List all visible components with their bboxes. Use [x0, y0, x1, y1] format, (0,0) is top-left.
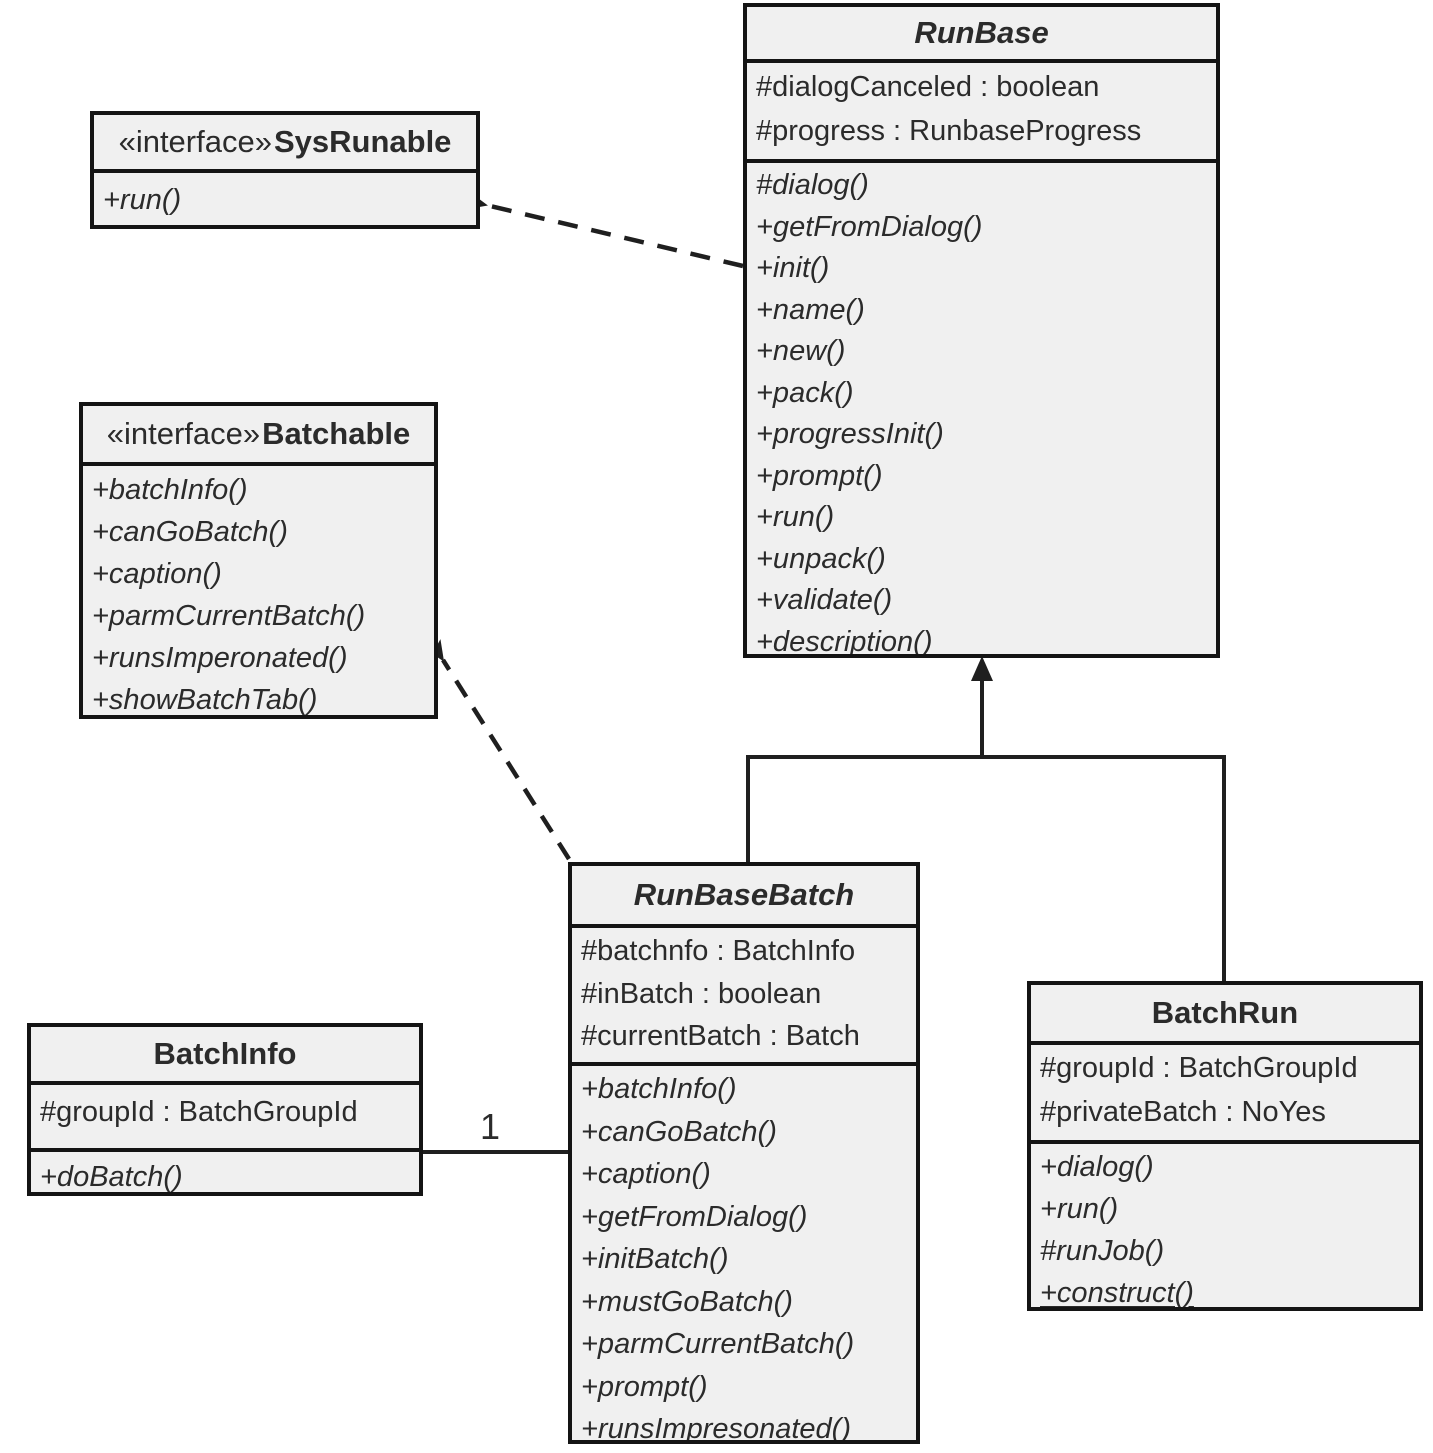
member-row: +prompt() [756, 459, 883, 492]
interface-batchable-methods: +batchInfo() +canGoBatch() +caption() +parm… [83, 462, 434, 715]
class-batchrun-methods: +dialog() +run() #runJob() +construct() [1031, 1140, 1419, 1307]
member-row: #inBatch : boolean [581, 977, 822, 1010]
class-runbase: RunBase #dialogCanceled : boolean #progre… [743, 3, 1220, 658]
member-row: +canGoBatch() [581, 1115, 777, 1148]
class-name: SysRunable [273, 124, 452, 159]
class-batchrun-attributes: #groupId : BatchGroupId #privateBatch : N… [1031, 1041, 1419, 1140]
member-row: +runsImperonated() [92, 642, 348, 674]
stereotype-label: «interface» [118, 124, 272, 159]
member-row: +caption() [581, 1158, 711, 1190]
multiplicity-label: 1 [479, 1106, 501, 1147]
member-row: +parmCurrentBatch() [92, 600, 366, 632]
member-row: +unpack() [756, 542, 886, 575]
class-name: Batchable [262, 416, 411, 451]
member-row: #groupId : BatchGroupId [40, 1096, 358, 1128]
class-batchrun-title: BatchRun [1031, 985, 1419, 1041]
member-row: #dialogCanceled : boolean [756, 71, 1100, 103]
member-row: +run() [103, 184, 182, 216]
class-batchinfo-title: BatchInfo [31, 1027, 419, 1081]
class-runbasebatch-attributes: #batchnfo : BatchInfo #inBatch : boolean #… [572, 924, 916, 1062]
class-batchinfo-attributes: #groupId : BatchGroupId [31, 1081, 419, 1148]
class-runbasebatch: RunBaseBatch #batchnfo : BatchInfo #inBat… [568, 862, 920, 1444]
class-runbase-attributes: #dialogCanceled : boolean #progress : Run… [747, 59, 1216, 159]
member-row: +runsImpresonated() [581, 1413, 851, 1440]
member-row: +construct() [1040, 1277, 1194, 1307]
class-name: RunBaseBatch [633, 877, 855, 912]
class-batchrun: BatchRun #groupId : BatchGroupId #private… [1027, 981, 1423, 1311]
member-row: +batchInfo() [92, 474, 248, 506]
class-name: RunBase [914, 15, 1049, 50]
class-runbasebatch-title: RunBaseBatch [572, 866, 916, 924]
member-row: #batchnfo : BatchInfo [581, 935, 856, 967]
member-row: +showBatchTab() [92, 684, 318, 715]
member-row: +prompt() [581, 1370, 708, 1403]
class-name: BatchRun [1151, 995, 1299, 1030]
member-row: +new() [756, 335, 846, 367]
interface-batchable: «interface» Batchable +batchInfo() +canGo… [79, 402, 438, 719]
member-row: +mustGoBatch() [581, 1285, 793, 1318]
member-row: #dialog() [756, 169, 869, 201]
member-row: +run() [1040, 1193, 1119, 1225]
member-row: +validate() [756, 584, 893, 616]
class-runbase-methods: #dialog() +getFromDialog() +init() +name() +… [747, 159, 1216, 654]
class-batchinfo: BatchInfo #groupId : BatchGroupId +doBat… [27, 1023, 423, 1196]
stereotype-label: «interface» [106, 416, 261, 451]
generalization-to-runbase [746, 656, 1226, 981]
class-runbasebatch-methods: +batchInfo() +canGoBatch() +caption() +getF… [572, 1062, 916, 1440]
member-row: #progress : RunbaseProgress [756, 115, 1142, 147]
member-row: +dialog() [1040, 1151, 1154, 1183]
interface-batchable-title: «interface» Batchable [83, 406, 434, 462]
member-row: +caption() [92, 558, 222, 590]
member-row: #currentBatch : Batch [581, 1020, 860, 1052]
class-batchinfo-methods: +doBatch() [31, 1148, 419, 1192]
member-row: +canGoBatch() [92, 516, 288, 548]
member-row: +description() [756, 625, 933, 655]
realization-runbasebatch-to-batchable [425, 639, 571, 861]
member-row: +name() [756, 293, 865, 326]
member-row: +initBatch() [581, 1243, 729, 1275]
member-row: +progressInit() [756, 418, 944, 450]
member-row: #runJob() [1040, 1235, 1165, 1267]
member-row: +batchInfo() [581, 1073, 737, 1105]
member-row: +pack() [756, 376, 854, 409]
member-row: #groupId : BatchGroupId [1040, 1052, 1358, 1084]
interface-sysrunable: «interface» SysRunable +run() [90, 111, 480, 229]
member-row: +doBatch() [40, 1161, 183, 1192]
realization-runbase-to-sysrunable [465, 191, 744, 269]
member-row: +getFromDialog() [581, 1200, 808, 1233]
member-row: +getFromDialog() [756, 210, 983, 243]
interface-sysrunable-title: «interface» SysRunable [94, 115, 476, 169]
member-row: +init() [756, 252, 830, 284]
class-runbase-title: RunBase [747, 7, 1216, 59]
member-row: +run() [756, 501, 835, 533]
member-row: +parmCurrentBatch() [581, 1328, 855, 1360]
member-row: #privateBatch : NoYes [1040, 1096, 1326, 1128]
interface-sysrunable-methods: +run() [94, 169, 476, 225]
class-name: BatchInfo [153, 1036, 297, 1071]
